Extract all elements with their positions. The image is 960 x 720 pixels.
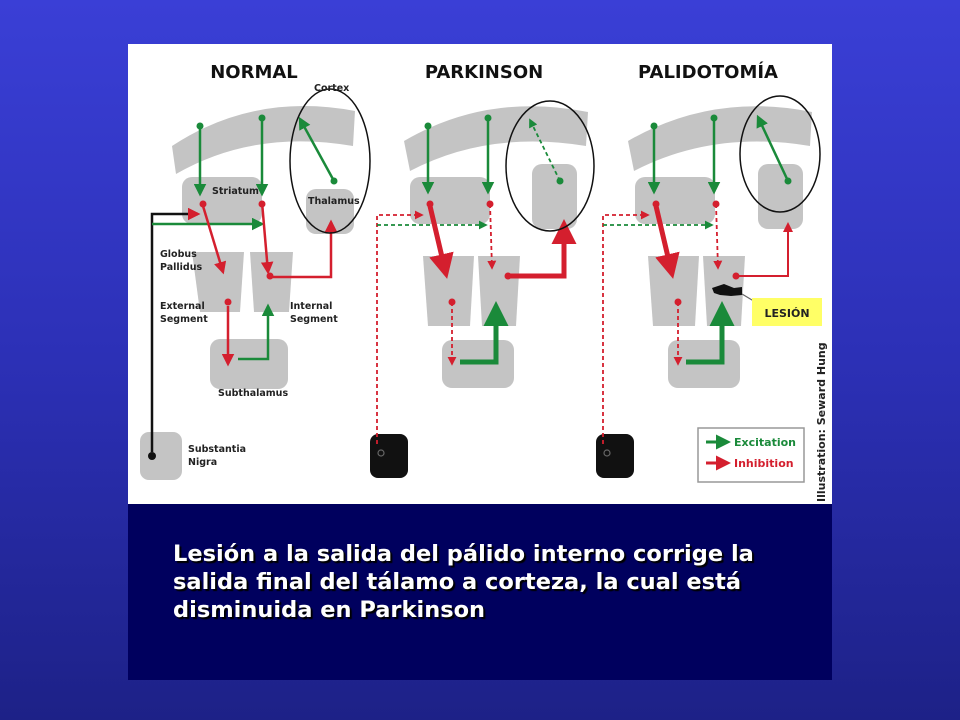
thalamus-region [306, 189, 354, 234]
highlight-ellipse-parkinson [505, 100, 595, 232]
lesion-badge [752, 298, 822, 326]
header-normal: NORMAL [210, 62, 298, 83]
label-striatum: Striatum [212, 186, 259, 197]
label-external-segment: Segment [160, 314, 208, 325]
label-substantia: Substantia [188, 444, 246, 455]
substantia-nigra-region [140, 432, 182, 480]
cortex-region [404, 106, 588, 171]
substantia-nigra-degenerated [596, 434, 634, 478]
panel-parkinson [370, 100, 595, 478]
thalamus-region [758, 164, 803, 229]
lesion-mark [712, 284, 742, 296]
thalamus-region [532, 164, 577, 229]
label-globus: Globus [160, 249, 197, 260]
panel-palidotomia: LESIÓN [596, 95, 822, 478]
caption: Lesión a la salida del pálido interno co… [173, 541, 754, 623]
label-cortex: Cortex [314, 83, 349, 94]
external-segment-region [192, 252, 244, 312]
legend-inhibition: Inhibition [734, 457, 794, 470]
label-subthalamus: Subthalamus [218, 388, 288, 399]
subthalamus-region [210, 339, 288, 389]
striatum-region [635, 177, 715, 224]
legend-excitation: Excitation [734, 436, 796, 449]
external-segment-region [648, 256, 699, 326]
striatum-region [410, 177, 490, 224]
lesion-label: LESIÓN [764, 307, 809, 320]
label-internal: Internal [290, 301, 332, 312]
striatum-region [182, 177, 262, 224]
label-pallidus: Pallidus [160, 262, 202, 273]
label-nigra: Nigra [188, 457, 217, 468]
legend: Excitation Inhibition [697, 427, 805, 483]
internal-segment-region [478, 256, 520, 326]
internal-segment-region [250, 252, 293, 312]
label-thalamus: Thalamus [308, 196, 360, 207]
cortex-region [628, 106, 812, 171]
substantia-nigra-degenerated [370, 434, 408, 478]
basal-ganglia-figure: NORMAL PARKINSON PALIDOTOMÍA Cortex Stri… [128, 44, 832, 504]
illustration-credit: Illustration: Seward Hung [815, 342, 828, 502]
header-palidotomia: PALIDOTOMÍA [638, 61, 778, 83]
label-internal-segment: Segment [290, 314, 338, 325]
panel-normal: Cortex Striatum Thalamus Globus Pallidus… [140, 83, 371, 480]
label-external: External [160, 301, 205, 312]
external-segment-region [423, 256, 474, 326]
highlight-ellipse-normal [289, 88, 371, 234]
basal-ganglia-diagram: NORMAL PARKINSON PALIDOTOMÍA Cortex Stri… [140, 61, 828, 502]
header-parkinson: PARKINSON [425, 62, 543, 83]
highlight-ellipse-palidotomia [739, 95, 821, 213]
